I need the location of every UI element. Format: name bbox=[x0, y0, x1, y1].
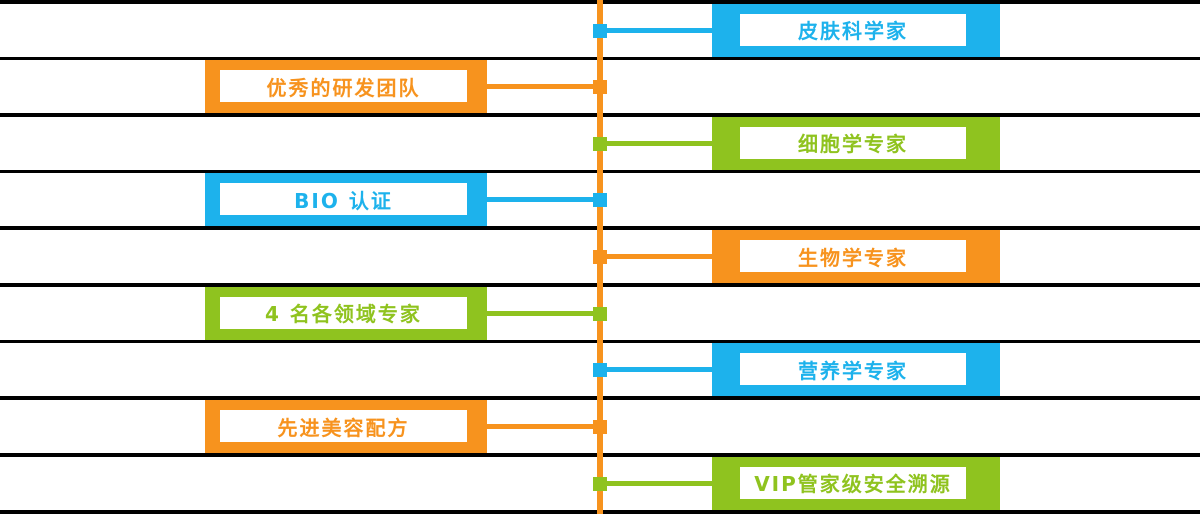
connector-node bbox=[593, 306, 607, 321]
label-box-inner: BIO 认证 bbox=[220, 183, 467, 216]
label-box: 先进美容配方 bbox=[205, 400, 487, 454]
connector-node bbox=[593, 136, 607, 151]
label-box-inner: 4 名各领域专家 bbox=[220, 296, 467, 329]
label-box: 生物学专家 bbox=[712, 230, 1000, 284]
label-box-inner: 优秀的研发团队 bbox=[220, 70, 467, 103]
label-text: 生物学专家 bbox=[798, 245, 908, 270]
connector-node bbox=[593, 250, 607, 265]
label-box: 细胞学专家 bbox=[712, 116, 1000, 170]
connector-line bbox=[600, 27, 712, 33]
connector-node bbox=[593, 420, 607, 435]
label-text: 皮肤科学家 bbox=[798, 19, 908, 43]
label-box-inner: 营养学专家 bbox=[740, 353, 966, 386]
connector-line bbox=[600, 367, 712, 373]
label-box: 营养学专家 bbox=[712, 343, 1000, 397]
connector-line bbox=[600, 480, 712, 486]
connector-node bbox=[593, 80, 607, 95]
label-box-inner: 先进美容配方 bbox=[220, 410, 467, 443]
label-text: VIP管家级安全溯源 bbox=[754, 472, 952, 497]
connector-line bbox=[487, 424, 600, 430]
label-text: 先进美容配方 bbox=[277, 415, 410, 440]
label-text: BIO 认证 bbox=[294, 188, 393, 213]
label-text: 4 名各领域专家 bbox=[265, 302, 422, 327]
label-box: 优秀的研发团队 bbox=[205, 60, 487, 114]
label-box-inner: VIP管家级安全溯源 bbox=[740, 466, 966, 499]
connector-node bbox=[593, 23, 607, 38]
connector-node bbox=[593, 363, 607, 378]
label-box-inner: 生物学专家 bbox=[740, 240, 966, 273]
label-box: 皮肤科学家 bbox=[712, 3, 1000, 57]
connector-line bbox=[487, 84, 600, 90]
label-text: 营养学专家 bbox=[798, 358, 908, 383]
connector-node bbox=[593, 193, 607, 208]
label-box: VIP管家级安全溯源 bbox=[712, 456, 1000, 510]
timeline-row-nutrition-expert: 营养学专家 bbox=[0, 343, 1200, 397]
label-text: 优秀的研发团队 bbox=[266, 75, 421, 100]
label-box-inner: 皮肤科学家 bbox=[740, 13, 966, 46]
connector-line bbox=[600, 254, 712, 260]
label-box: 4 名各领域专家 bbox=[205, 286, 487, 340]
label-text: 细胞学专家 bbox=[798, 132, 908, 157]
connector-node bbox=[593, 476, 607, 491]
label-box: BIO 认证 bbox=[205, 173, 487, 227]
connector-line bbox=[487, 197, 600, 203]
label-box-inner: 细胞学专家 bbox=[740, 126, 966, 159]
connector-line bbox=[487, 310, 600, 316]
connector-line bbox=[600, 140, 712, 146]
